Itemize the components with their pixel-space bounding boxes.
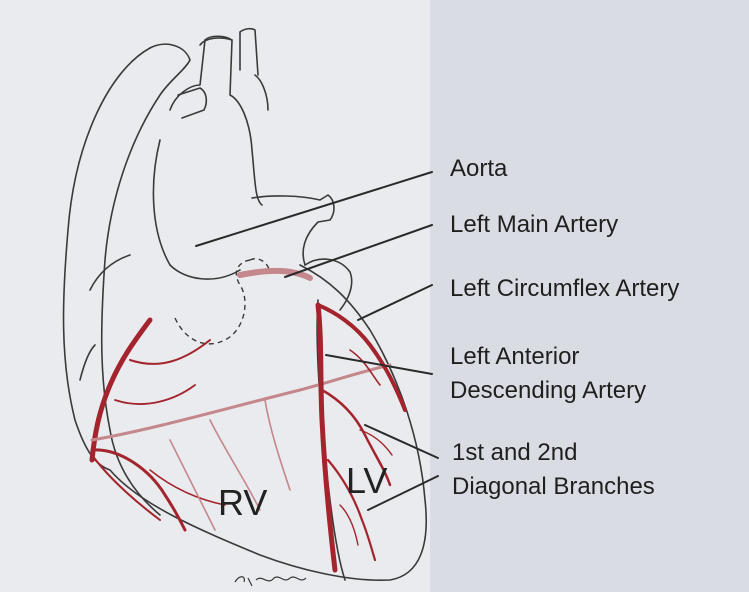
label-aorta: Aorta <box>450 154 507 184</box>
rv-label: RV <box>218 484 267 522</box>
label-left-main-artery: Left Main Artery <box>450 210 618 240</box>
label-diagonal-line-2: Diagonal Branches <box>452 472 655 502</box>
label-diagonal-line-1: 1st and 2nd <box>452 438 577 468</box>
label-lad-line-2: Descending Artery <box>450 376 646 406</box>
label-lad-line-1: Left Anterior <box>450 342 579 372</box>
label-left-circumflex-artery: Left Circumflex Artery <box>450 274 679 304</box>
lv-label: LV <box>346 462 387 500</box>
